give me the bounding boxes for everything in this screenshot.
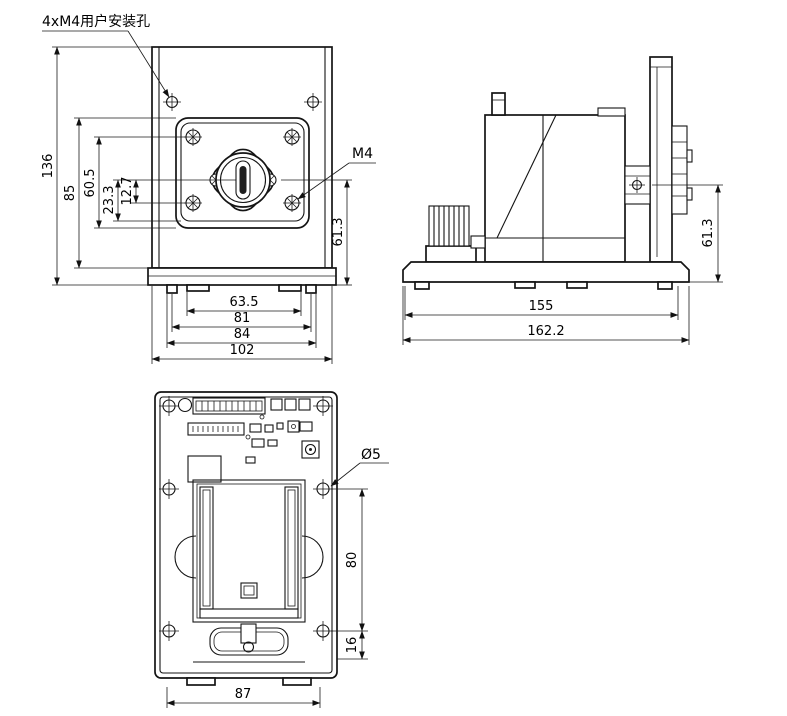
dim-front-61-3: 61.3: [331, 218, 346, 247]
bottom-holes: [159, 396, 333, 641]
front-mounting-hole-left: [163, 93, 181, 111]
front-dimensions: [52, 46, 352, 364]
side-view: 61.3 155 162.2: [402, 56, 723, 345]
note-mounting-holes: 4xM4用户安装孔: [42, 13, 150, 30]
dim-front-84: 84: [234, 327, 251, 342]
dim-side-155: 155: [529, 299, 554, 314]
dim-bottom-16: 16: [345, 637, 360, 654]
side-main-block: [484, 114, 626, 263]
dim-front-23-3: 23.3: [102, 186, 117, 215]
dim-front-12-7: 12.7: [120, 177, 135, 206]
bottom-view: Ø5 80 16 87: [154, 391, 389, 708]
dia5-leader: [330, 462, 389, 487]
bottom-dimensions: [166, 488, 368, 708]
dim-front-81: 81: [234, 311, 251, 326]
side-shaft-housing: [624, 165, 651, 205]
mounting-hole-leader: [42, 30, 170, 98]
front-mounting-hole-right: [304, 93, 322, 111]
dim-side-162-2: 162.2: [527, 324, 564, 339]
front-view: 4xM4用户安装孔 M4 136 85 60.5 23.3 12.7 61.3 …: [41, 13, 376, 364]
side-rear-panel: [649, 56, 673, 263]
bottom-pump-bay: [174, 479, 324, 623]
note-m4: M4: [352, 146, 373, 162]
m4-leader: [297, 162, 376, 200]
dim-bottom-87: 87: [235, 687, 252, 702]
front-rotor-assembly: [209, 148, 277, 212]
side-connector-block: [671, 125, 693, 215]
dim-front-102: 102: [230, 343, 255, 358]
side-base-plate: [402, 261, 690, 290]
dim-side-61-3: 61.3: [701, 219, 716, 248]
dim-front-63-5: 63.5: [230, 295, 259, 310]
dim-front-60-5: 60.5: [83, 169, 98, 198]
dim-front-85: 85: [63, 185, 78, 202]
side-ribbed-connector: [425, 205, 486, 263]
front-base-plate: [147, 267, 337, 294]
front-panel-screws: [184, 128, 301, 212]
side-dimensions: [402, 184, 723, 345]
dim-front-136: 136: [41, 154, 56, 179]
side-top-post: [491, 92, 506, 116]
bottom-lower-slot: [186, 623, 312, 686]
dim-bottom-80: 80: [345, 552, 360, 569]
bottom-pcb-components: [177, 397, 320, 483]
note-dia5: Ø5: [361, 447, 381, 463]
